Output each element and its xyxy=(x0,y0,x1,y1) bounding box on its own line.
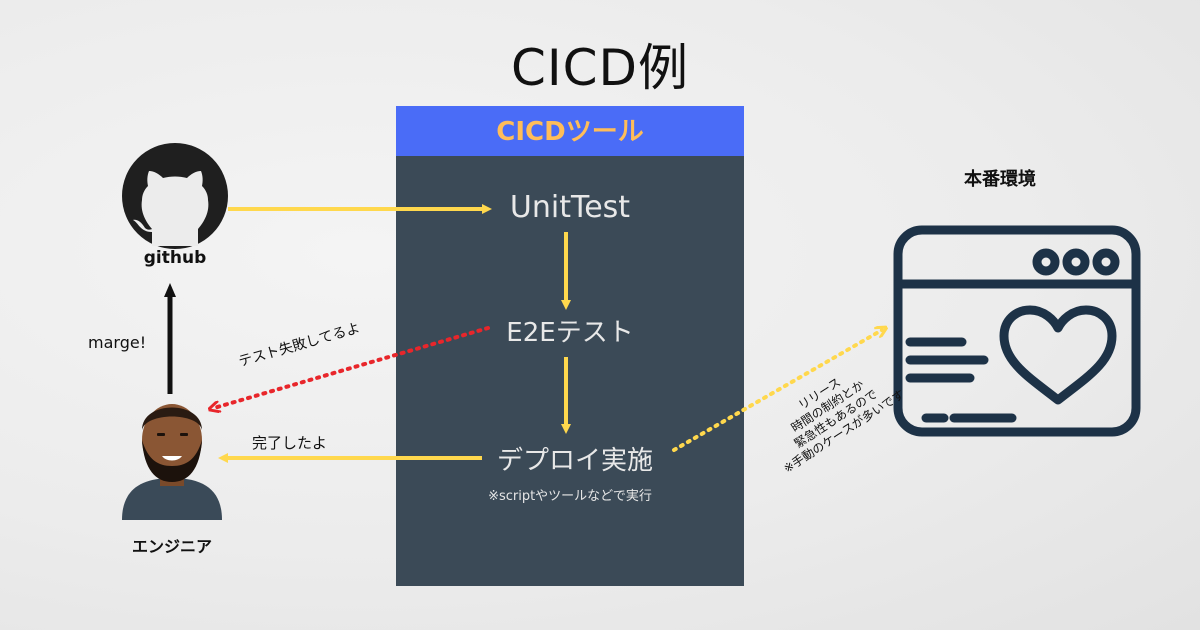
arrow-e2e-failure xyxy=(214,326,490,408)
stage-deploy: デプロイ実施 xyxy=(496,446,653,476)
github-label: github xyxy=(143,248,207,268)
cicd-tool-header: CICDツール xyxy=(396,106,744,156)
engineer-label: エンジニア xyxy=(131,537,212,556)
deploy-note: ※scriptやツールなどで実行 xyxy=(488,489,652,504)
stage-e2e-test: E2Eテスト xyxy=(506,318,634,348)
github-icon xyxy=(122,143,228,249)
done-label: 完了したよ xyxy=(252,434,328,452)
cicd-tool-panel xyxy=(396,106,744,586)
production-browser-icon xyxy=(893,225,1141,437)
merge-label: marge! xyxy=(88,333,147,352)
production-label: 本番環境 xyxy=(964,169,1036,190)
engineer-avatar-icon xyxy=(122,404,222,520)
arrow-release xyxy=(672,330,882,452)
stage-unittest: UnitTest xyxy=(509,190,631,225)
page-title: CICD例 xyxy=(510,39,690,97)
